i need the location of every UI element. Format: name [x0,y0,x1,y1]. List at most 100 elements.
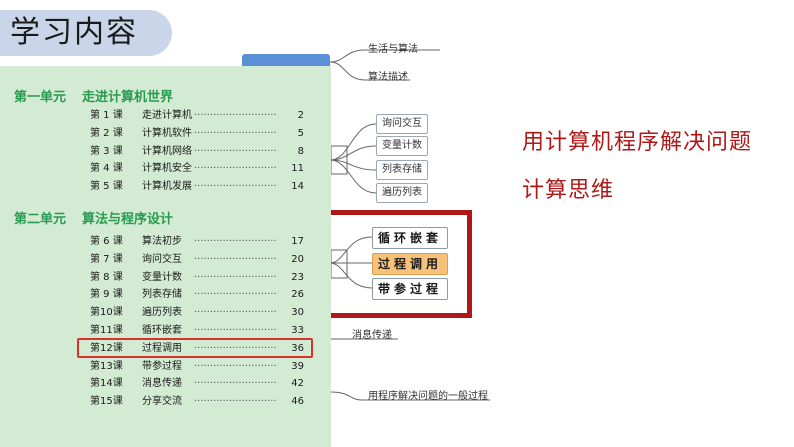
unit-title-1: 第一单元走进计算机世界 [14,86,173,105]
lesson-name: 计算机安全 [142,163,192,175]
lesson-number: 第 2 课 [90,127,123,139]
mindmap-box-param-procedure: 带参过程 [372,278,448,300]
leader-dots: ·························· [194,307,277,319]
toc-lesson-row: 第11课 循环嵌套 ·························· 33 [90,323,304,339]
leader-dots: ·························· [194,289,277,301]
page-number: 33 [291,325,304,336]
lesson-name: 带参过程 [142,360,182,372]
page-title: 学习内容 [10,15,138,50]
lesson-number: 第11课 [90,325,123,336]
lesson-highlight-box [77,338,313,358]
lesson-name: 算法初步 [142,236,182,247]
lesson-number: 第14课 [90,378,123,390]
lesson-number: 第 1 课 [90,110,123,121]
lesson-name: 分享交流 [142,396,182,408]
page-number: 36 [291,342,304,354]
leader-dots: ·························· [194,163,277,175]
heading-computational-thinking: 计算思维 [522,178,615,203]
mindmap-box-list-traverse: 遍历列表 [376,183,428,203]
lesson-number: 第 7 课 [90,253,123,265]
page-number: 39 [291,360,304,372]
toc-lesson-row: 第 5 课 计算机发展·························· 14 [90,179,304,195]
unit-number: 第一单元 [14,90,67,105]
mindmap-box-variable: 变量计数 [376,136,428,156]
lesson-name: 循环嵌套 [142,325,182,336]
lesson-number: 第 5 课 [90,181,123,193]
lesson-name: 计算机网络 [142,145,192,157]
leader-dots: ·························· [194,127,277,139]
mindmap-box-query: 询问交互 [376,114,428,134]
page-number: 11 [291,163,304,175]
leader-dots: ·························· [194,342,277,354]
lesson-number: 第 9 课 [90,289,123,301]
lesson-number: 第13课 [90,360,123,372]
page-number: 20 [291,253,304,265]
mindmap-root-node [242,54,330,68]
toc-lesson-row: 第10课 遍历列表 ·························· 30 [90,305,304,321]
page-number: 42 [291,378,304,390]
lesson-name: 计算机软件 [142,127,192,139]
lesson-number: 第 6 课 [90,236,123,247]
page-number: 8 [297,145,304,157]
toc-lesson-row: 第15课 分享交流 ·························· 46 [90,394,304,410]
lesson-name: 走进计算机 [142,110,192,121]
leader-dots: ·························· [194,110,277,121]
mindmap-label-message: 消息传递 [352,330,392,341]
page-number: 17 [291,236,304,247]
title-banner [0,10,172,56]
lesson-number: 第12课 [90,342,123,354]
lesson-name: 变量计数 [142,271,182,283]
page-number: 2 [297,110,304,121]
toc-lesson-row: 第 8 课 变量计数 ·························· 23 [90,270,304,286]
lesson-name: 列表存储 [142,289,182,301]
toc-lesson-row: 第14课 消息传递 ·························· 42 [90,376,304,392]
mindmap-label-algorithm-description: 算法描述 [368,72,408,83]
mindmap-box-procedure-call: 过程调用 [372,253,448,275]
toc-lesson-row: 第 7 课 询问交互 ·························· 20 [90,252,304,268]
leader-dots: ·························· [194,236,277,247]
toc-lesson-row: 第 6 课 算法初步 ·························· 17 [90,234,304,250]
toc-lesson-row: 第 1 课 走进计算机·························· 2 [90,108,304,124]
toc-lesson-row: 第12课 过程调用 ·························· 36 [90,341,304,357]
leader-dots: ·························· [194,271,277,283]
page-number: 46 [291,396,304,408]
lesson-name: 过程调用 [142,342,182,354]
page-number: 30 [291,307,304,319]
lesson-number: 第 3 课 [90,145,123,157]
heading-solve-problems: 用计算机程序解决问题 [522,130,753,155]
lesson-name: 消息传递 [142,378,182,390]
lesson-name: 询问交互 [142,253,182,265]
page-number: 26 [291,289,304,301]
leader-dots: ·························· [194,145,277,157]
unit-number: 第二单元 [14,212,67,227]
lesson-number: 第10课 [90,307,123,319]
toc-lesson-row: 第13课 带参过程 ·························· 39 [90,359,304,375]
unit-name: 走进计算机世界 [82,90,174,105]
toc-lesson-row: 第 9 课 列表存储 ·························· 26 [90,287,304,303]
lesson-number: 第 8 课 [90,271,123,283]
leader-dots: ·························· [194,360,277,372]
lesson-number: 第15课 [90,396,123,408]
page-number: 23 [291,271,304,283]
unit-title-2: 第二单元算法与程序设计 [14,208,173,227]
toc-lesson-row: 第 3 课 计算机网络·························· 8 [90,144,304,160]
toc-lesson-row: 第 2 课 计算机软件·························· 5 [90,126,304,142]
leader-dots: ·························· [194,181,277,193]
mindmap-box-list-store: 列表存储 [376,160,428,180]
lesson-name: 遍历列表 [142,307,182,319]
leader-dots: ·························· [194,325,277,336]
page-number: 5 [297,127,304,139]
leader-dots: ·························· [194,396,277,408]
toc-lesson-row: 第 4 课 计算机安全·························· 11 [90,161,304,177]
mindmap-label-general-process: 用程序解决问题的一般过程 [368,391,488,402]
leader-dots: ·························· [194,253,277,265]
mindmap-label-life-algorithm: 生活与算法 [368,44,418,55]
mindmap-box-nested-loop: 循环嵌套 [372,227,448,249]
lesson-name: 计算机发展 [142,181,192,193]
toc-panel: 第一单元走进计算机世界 第 1 课走进计算机··················… [0,66,331,447]
leader-dots: ·························· [194,378,277,390]
unit-name: 算法与程序设计 [82,212,174,227]
page-number: 14 [291,181,304,193]
lesson-number: 第 4 课 [90,163,123,175]
